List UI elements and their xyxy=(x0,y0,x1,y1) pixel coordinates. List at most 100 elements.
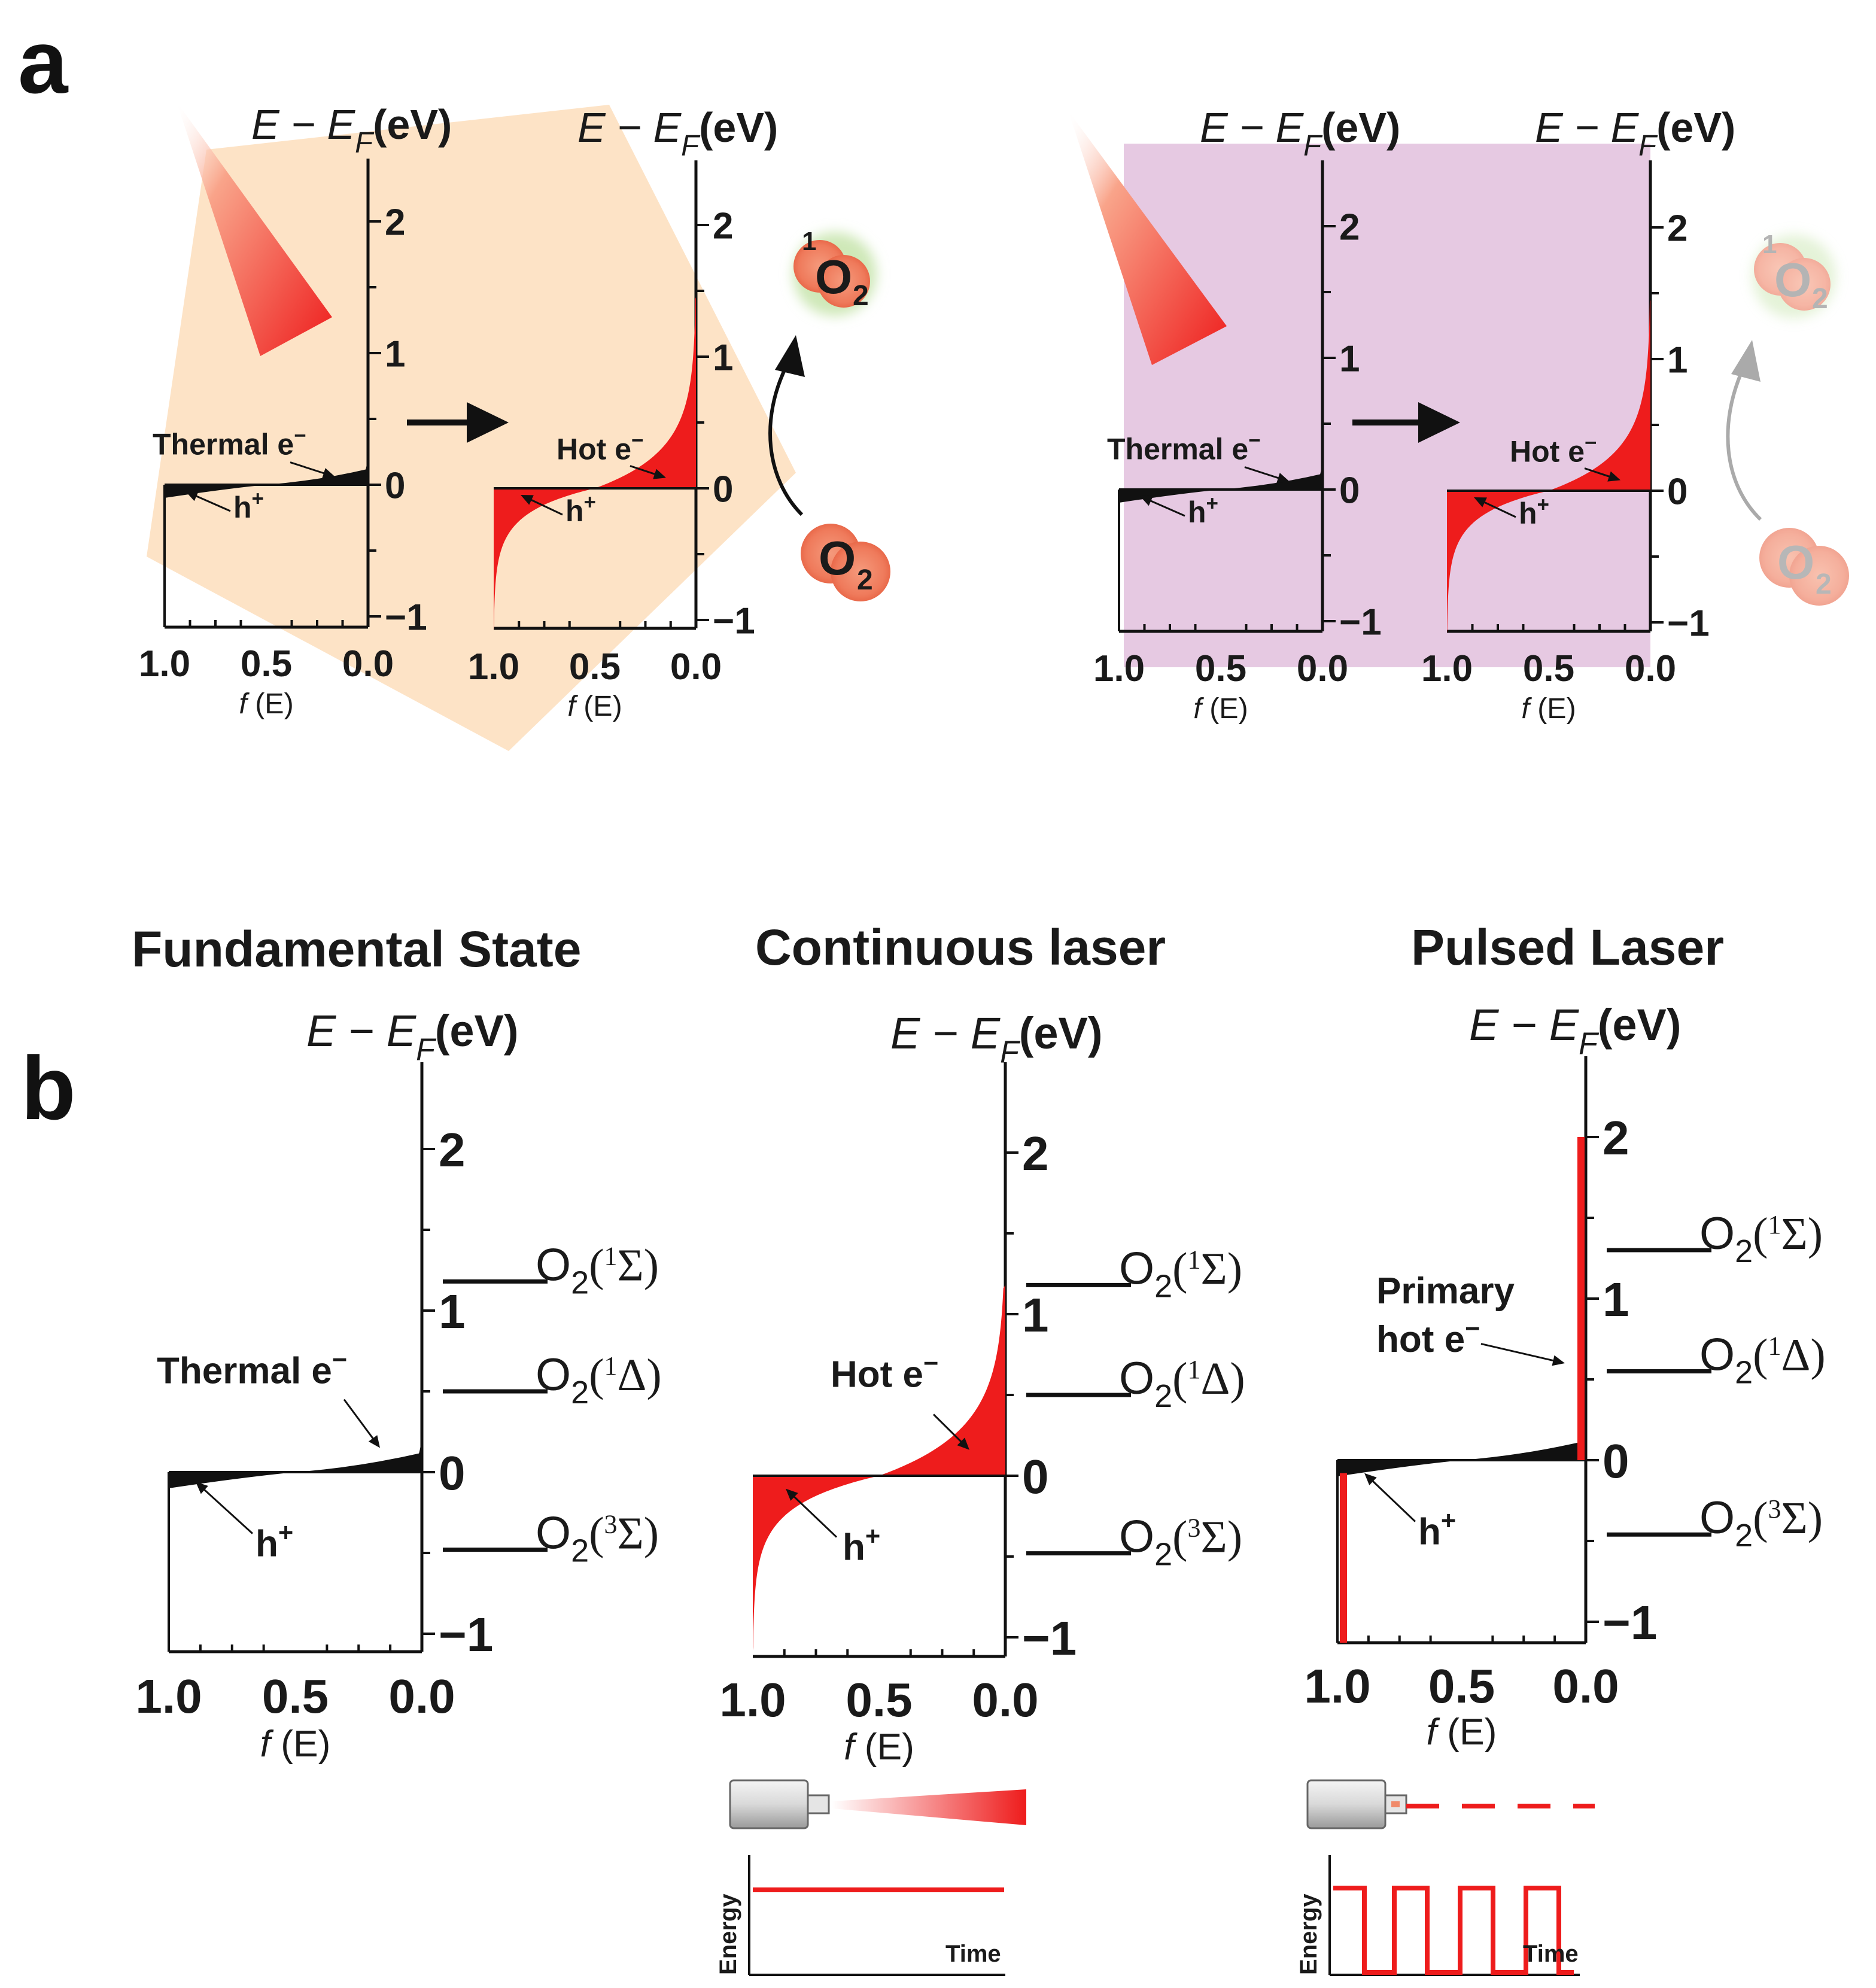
arrow-head-icon xyxy=(1276,473,1290,484)
hot-hole-region xyxy=(1447,491,1549,633)
thermal-electron-label: Thermal e− xyxy=(157,1346,347,1392)
y-tick-label: 2 xyxy=(439,1123,466,1177)
x-axis-label: f (E) xyxy=(1193,692,1248,725)
x-tick-label: 0.0 xyxy=(670,646,722,688)
x-axis-label: f (E) xyxy=(260,1723,331,1765)
y-axis-title: E − EF(eV) xyxy=(1200,104,1400,162)
pointer-arrow xyxy=(1369,1477,1416,1522)
x-tick-label: 1.0 xyxy=(139,643,190,685)
o2-singlet-sup: 1 xyxy=(1762,230,1777,259)
x-tick-label: 1.0 xyxy=(1421,648,1473,689)
y-tick-label: 0 xyxy=(385,465,405,506)
arrow-head-icon xyxy=(1140,496,1153,506)
pointer-arrow xyxy=(1480,499,1516,518)
o2-singlet-sup: 1 xyxy=(802,227,816,256)
curved-arrow-icon xyxy=(768,335,805,516)
hot-hole-region xyxy=(494,488,595,631)
o2-sub: 2 xyxy=(1816,569,1832,600)
o2-sub: 2 xyxy=(853,280,869,312)
x-tick-label: 1.0 xyxy=(1093,648,1145,689)
panel-a-right-background xyxy=(1124,144,1650,667)
y-tick-label: −1 xyxy=(1667,603,1710,644)
y-tick-label: −1 xyxy=(439,1608,493,1661)
arrow-head-icon xyxy=(1474,497,1487,507)
y-tick-label: −1 xyxy=(1603,1596,1657,1649)
o2-symbol: O xyxy=(815,250,852,303)
x-axis-label: f (E) xyxy=(1427,1712,1497,1753)
hole-label: h+ xyxy=(1519,493,1549,530)
oxygen-state-label: O2(3Σ) xyxy=(1119,1512,1242,1573)
pointer-arrow xyxy=(1146,498,1185,517)
y-tick-label: 1 xyxy=(1022,1288,1049,1342)
thermal-electron-label: Thermal e− xyxy=(1107,428,1261,466)
arrow-head-icon xyxy=(1552,1355,1565,1366)
primary-label: Primary xyxy=(1376,1270,1515,1312)
y-tick-label: 2 xyxy=(385,202,405,243)
title-continuous-laser: Continuous laser xyxy=(755,919,1166,975)
y-tick-label: 0 xyxy=(1667,471,1688,512)
oxygen-state-label: O2(1Δ) xyxy=(1699,1330,1826,1391)
arrow-head-icon xyxy=(653,469,666,479)
ground-oxygen-molecule: O 2 xyxy=(801,524,890,601)
energy-axis-label: Energy xyxy=(715,1893,741,1975)
panel-a-letter: a xyxy=(18,11,69,112)
hole-label: h+ xyxy=(1418,1507,1456,1553)
x-tick-label: 0.0 xyxy=(1552,1659,1619,1713)
continuous-laser-icon xyxy=(729,1779,1026,1829)
hot-electron-region xyxy=(595,297,696,488)
y-tick-label: 2 xyxy=(1339,206,1360,248)
thermal-electron-wedge xyxy=(1221,473,1322,490)
o2-sub: 2 xyxy=(1812,283,1828,315)
y-tick-label: −1 xyxy=(1022,1612,1077,1665)
oxygen-state-label: O2(1Σ) xyxy=(536,1239,659,1300)
singlet-oxygen-molecule: 1 O 2 xyxy=(1752,230,1836,318)
y-axis-title: E − EF(eV) xyxy=(577,104,778,162)
x-tick-label: 0.5 xyxy=(262,1670,329,1723)
pointer-arrow xyxy=(527,497,563,516)
pointer-arrow xyxy=(200,1486,254,1534)
hole-label: h+ xyxy=(565,491,596,528)
energy-axis-label: Energy xyxy=(1296,1893,1322,1975)
x-tick-label: 1.0 xyxy=(719,1673,786,1726)
arrow-head-icon xyxy=(368,1435,380,1448)
pointer-arrow xyxy=(790,1492,838,1538)
pulsed-laser-icon xyxy=(1306,1779,1595,1829)
hole-label: h+ xyxy=(843,1522,880,1568)
x-tick-label: 0.5 xyxy=(1428,1659,1495,1713)
y-tick-label: 2 xyxy=(1022,1127,1049,1180)
y-tick-label: 0 xyxy=(1022,1450,1049,1503)
pointer-arrow xyxy=(1480,1343,1558,1363)
pointer-arrow xyxy=(932,1414,965,1446)
hole-label: h+ xyxy=(1188,492,1218,529)
laser-beam-icon xyxy=(1068,111,1227,365)
thermal-electron-wedge xyxy=(266,469,368,485)
x-tick-label: 0.0 xyxy=(1297,648,1348,689)
hot-electron-region xyxy=(1549,300,1650,491)
x-tick-label: 1.0 xyxy=(135,1670,202,1723)
x-tick-label: 1.0 xyxy=(468,646,519,688)
o2-sub: 2 xyxy=(857,564,873,596)
thermal-electron-wedge xyxy=(295,1452,422,1472)
arrow-right-icon xyxy=(407,402,509,443)
pointer-arrow xyxy=(1244,466,1284,481)
thermal-electron-wedge xyxy=(1461,1440,1586,1460)
o2-symbol: O xyxy=(819,531,856,585)
x-axis-label: f (E) xyxy=(239,688,293,720)
primary-hot-electron-label: hot e− xyxy=(1376,1314,1480,1360)
x-tick-label: 1.0 xyxy=(1304,1659,1370,1713)
arrow-head-icon xyxy=(322,468,335,479)
x-tick-label: 0.5 xyxy=(569,646,621,688)
primary-hot-electron-bar xyxy=(1577,1137,1585,1460)
arrow-head-icon xyxy=(957,1437,969,1450)
arrow-head-icon xyxy=(786,1488,798,1501)
y-tick-label: 1 xyxy=(713,337,733,378)
panel-a-plots: 2 1 0 −1 1.0 0.5 0.0 f (E) E − EF(eV) Thermal e− h… xyxy=(139,101,1735,725)
x-axis-label: f (E) xyxy=(844,1726,914,1768)
hole-label: h+ xyxy=(233,487,264,524)
